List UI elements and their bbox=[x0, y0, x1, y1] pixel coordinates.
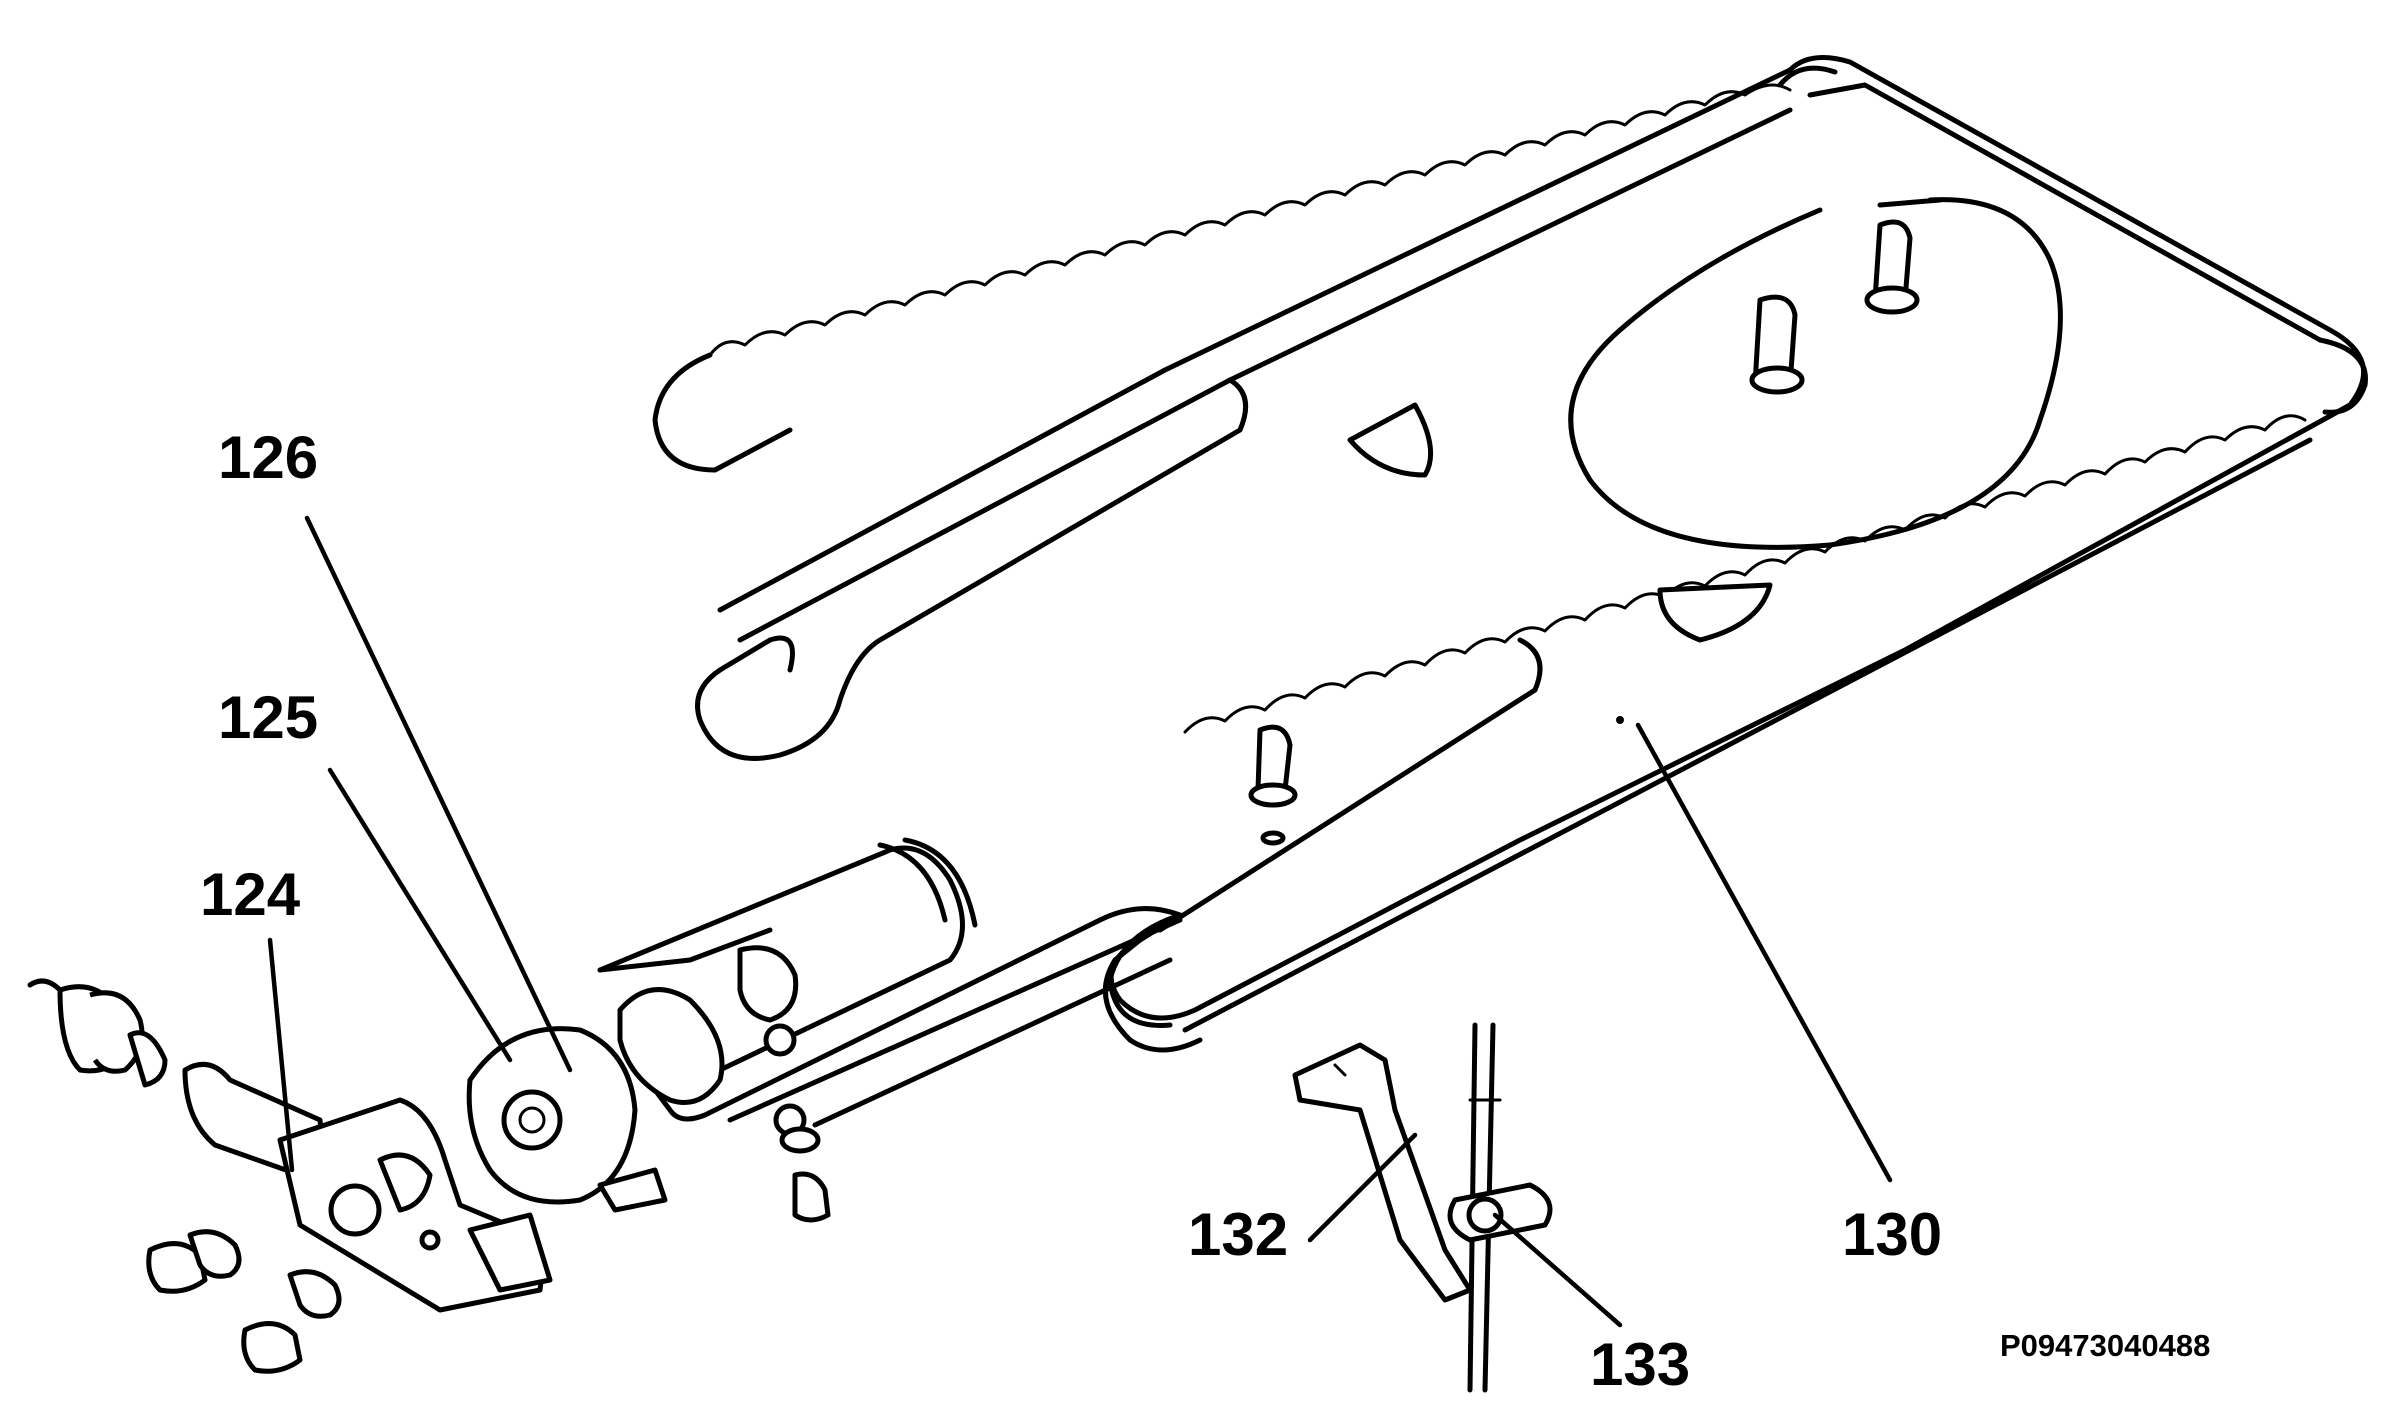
leader-line-132 bbox=[1307, 1132, 1418, 1243]
part-label-133: 133 bbox=[1590, 1331, 1691, 1398]
leader-line-125 bbox=[327, 767, 513, 1063]
part-label-125: 125 bbox=[218, 684, 319, 751]
part-label-130: 130 bbox=[1842, 1201, 1943, 1268]
part-label-132: 132 bbox=[1188, 1201, 1289, 1268]
part-label-126: 126 bbox=[218, 424, 319, 491]
burner-plate bbox=[652, 55, 2368, 1122]
part-label-124: 124 bbox=[200, 861, 301, 928]
leader-line-130 bbox=[1635, 722, 1893, 1183]
leader-line-124 bbox=[267, 937, 295, 1173]
burner-tube bbox=[597, 837, 1183, 1137]
mounting-bolts bbox=[146, 1229, 342, 1374]
drawing-reference-code: P09473040488 bbox=[2000, 1328, 2211, 1363]
valve-bracket-assembly bbox=[27, 978, 553, 1313]
loose-screw bbox=[779, 1126, 831, 1223]
support-bracket bbox=[1292, 1042, 1473, 1303]
leader-line-126 bbox=[304, 515, 573, 1073]
burner-nozzle-cup bbox=[466, 1026, 668, 1213]
leader-line-133 bbox=[1492, 1212, 1623, 1328]
electrode-rod bbox=[1447, 1022, 1553, 1393]
